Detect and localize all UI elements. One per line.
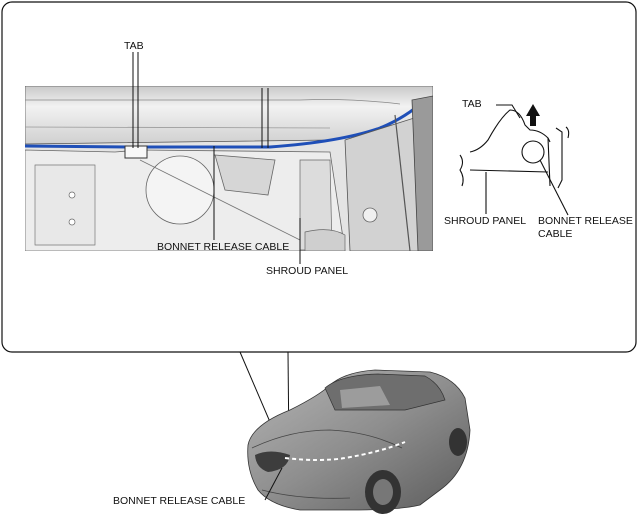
label-shroud-panel-main: SHROUD PANEL: [266, 265, 349, 277]
shroud-panel-illustration: [25, 86, 433, 251]
label-tab-main: TAB: [124, 40, 144, 52]
bonnet-release-cable-highlight: [25, 98, 427, 149]
label-bonnet-release-cable-car: BONNET RELEASE CABLE: [113, 495, 246, 507]
up-arrow-icon: [526, 104, 540, 126]
main-view-leaders: [132, 52, 301, 264]
label-tab-detail: TAB: [462, 98, 482, 110]
vehicle-illustration: [247, 369, 471, 514]
tab-detail-sketch: [459, 104, 570, 216]
label-bonnet-release-cable-detail-line1: BONNET RELEASE: [538, 215, 633, 227]
label-bonnet-release-cable-main: BONNET RELEASE CABLE: [157, 241, 290, 253]
bonnet-release-cable-route: [284, 441, 406, 461]
label-shroud-panel-detail: SHROUD PANEL: [444, 215, 527, 227]
label-bonnet-release-cable-detail-line2: CABLE: [538, 228, 573, 240]
